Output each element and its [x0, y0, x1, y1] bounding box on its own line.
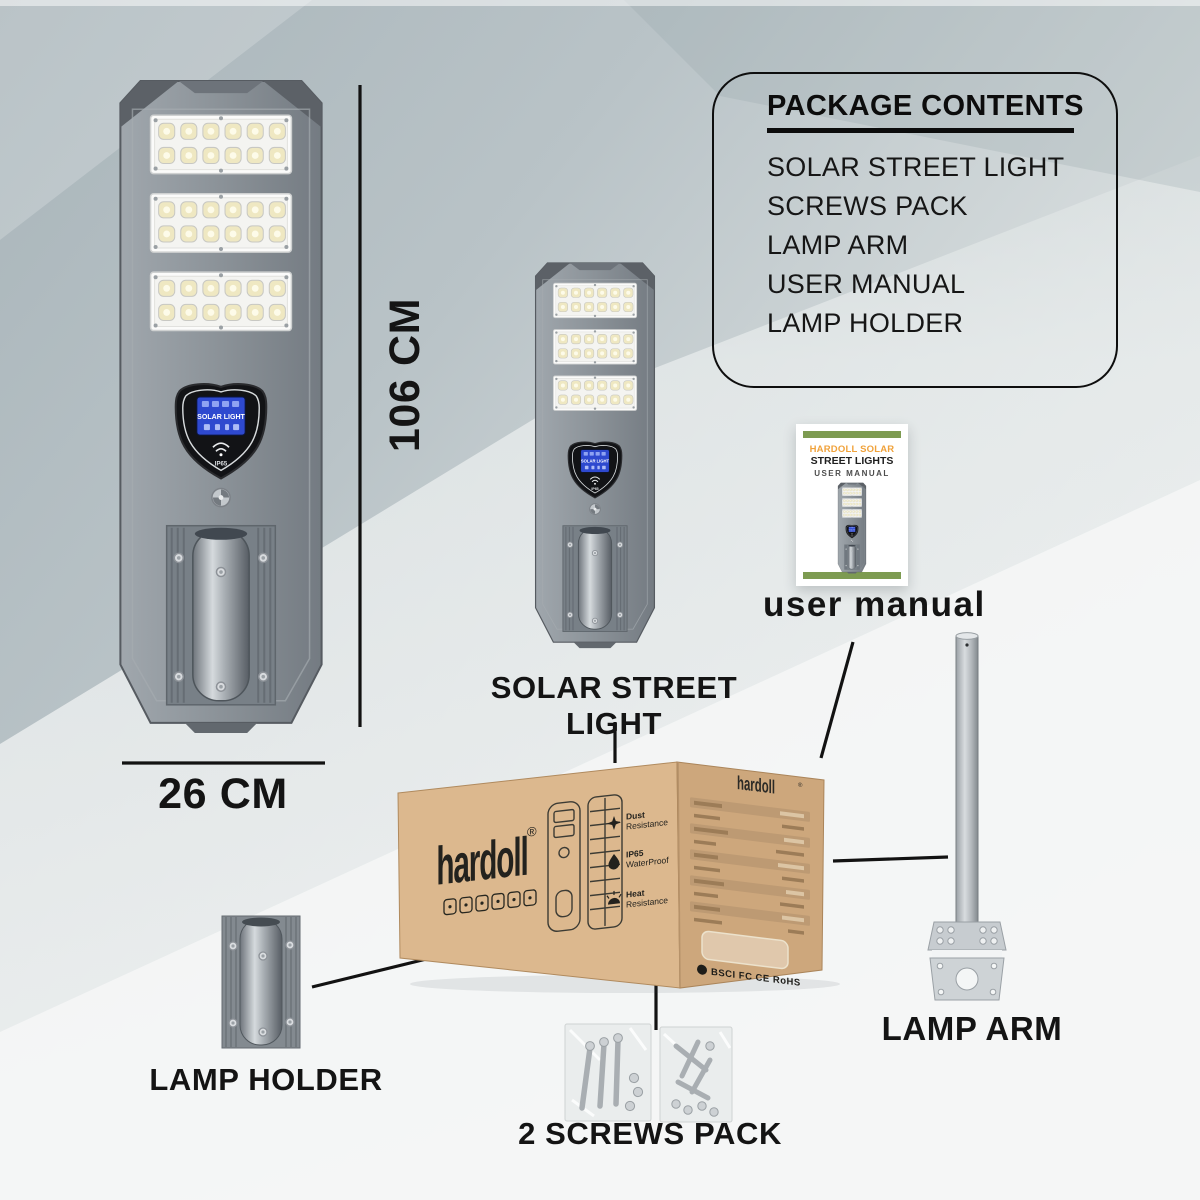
- caption-user-manual: user manual: [763, 585, 986, 624]
- lamp-arm-upper-flange: [927, 921, 1007, 951]
- lamp-holder: [221, 915, 301, 1049]
- caption-screws-pack: 2 SCREWS PACK: [518, 1116, 782, 1151]
- callout-line-user-manual: [819, 641, 855, 759]
- background-strip: [0, 0, 1200, 6]
- list-item: SCREWS PACK: [767, 191, 968, 221]
- manual-green-bar: [803, 572, 901, 579]
- manual-cover-light: [837, 482, 867, 574]
- manual-brand-line: HARDOLL SOLAR: [809, 444, 895, 455]
- svg-text:Dust: Dust: [626, 810, 645, 822]
- box-label-area: [701, 930, 789, 970]
- package-contents-list: SOLAR STREET LIGHT SCREWS PACK LAMP ARM …: [767, 148, 1064, 343]
- box-feature-heat: Heat Resistance: [606, 888, 668, 910]
- callout-line-lamp-arm: [832, 855, 949, 863]
- box-feature-dust: Dust Resistance: [607, 810, 668, 832]
- svg-text:IP65: IP65: [626, 848, 644, 860]
- svg-text:Heat: Heat: [626, 888, 645, 900]
- svg-text:®: ®: [798, 782, 803, 790]
- manual-brand-line: STREET LIGHTS: [810, 455, 894, 467]
- svg-text:Resistance: Resistance: [626, 817, 668, 832]
- user-manual-card: HARDOLL SOLAR STREET LIGHTS USER MANUAL: [796, 424, 908, 586]
- width-dimension-label: 26 CM: [158, 770, 288, 818]
- street-light-small: [532, 256, 658, 654]
- lamp-arm-pole: [955, 635, 979, 923]
- package-contents-panel: PACKAGE CONTENTS SOLAR STREET LIGHT SCRE…: [712, 72, 1118, 388]
- list-item: SOLAR STREET LIGHT: [767, 152, 1065, 182]
- svg-text:WaterProof: WaterProof: [626, 855, 669, 870]
- screws-bag-1: [564, 1023, 652, 1122]
- list-item: LAMP ARM: [767, 230, 909, 260]
- title-underline: [767, 128, 1074, 133]
- list-item: USER MANUAL: [767, 269, 966, 299]
- box-logo-reg: ®: [527, 824, 537, 840]
- caption-lamp-holder: LAMP HOLDER: [149, 1062, 383, 1097]
- shipping-box: hardoll ®: [397, 761, 840, 993]
- manual-subtitle: USER MANUAL: [814, 469, 890, 478]
- box-line-drawings: [547, 794, 623, 932]
- manual-green-bar: [803, 431, 901, 438]
- box-feature-waterproof: IP65 WaterProof: [608, 848, 669, 870]
- spec-table: [690, 797, 810, 935]
- list-item: LAMP HOLDER: [767, 308, 964, 338]
- box-logo: hardoll: [436, 826, 527, 897]
- caption-solar-street-light: SOLAR STREET LIGHT: [490, 670, 738, 741]
- street-light-large: [112, 75, 330, 737]
- package-contents-title: PACKAGE CONTENTS: [767, 90, 1084, 122]
- lamp-holder-cylinder: [239, 918, 283, 1046]
- screws-bag-2: [659, 1026, 733, 1123]
- care-icons: [443, 889, 537, 916]
- screws-packs: [564, 1023, 733, 1123]
- caption-lamp-arm: LAMP ARM: [881, 1010, 1063, 1047]
- lamp-arm: [927, 632, 1007, 1001]
- box-side-logo: hardoll: [737, 773, 775, 798]
- svg-text:Resistance: Resistance: [626, 895, 668, 910]
- height-dimension-label: 106 CM: [380, 297, 429, 453]
